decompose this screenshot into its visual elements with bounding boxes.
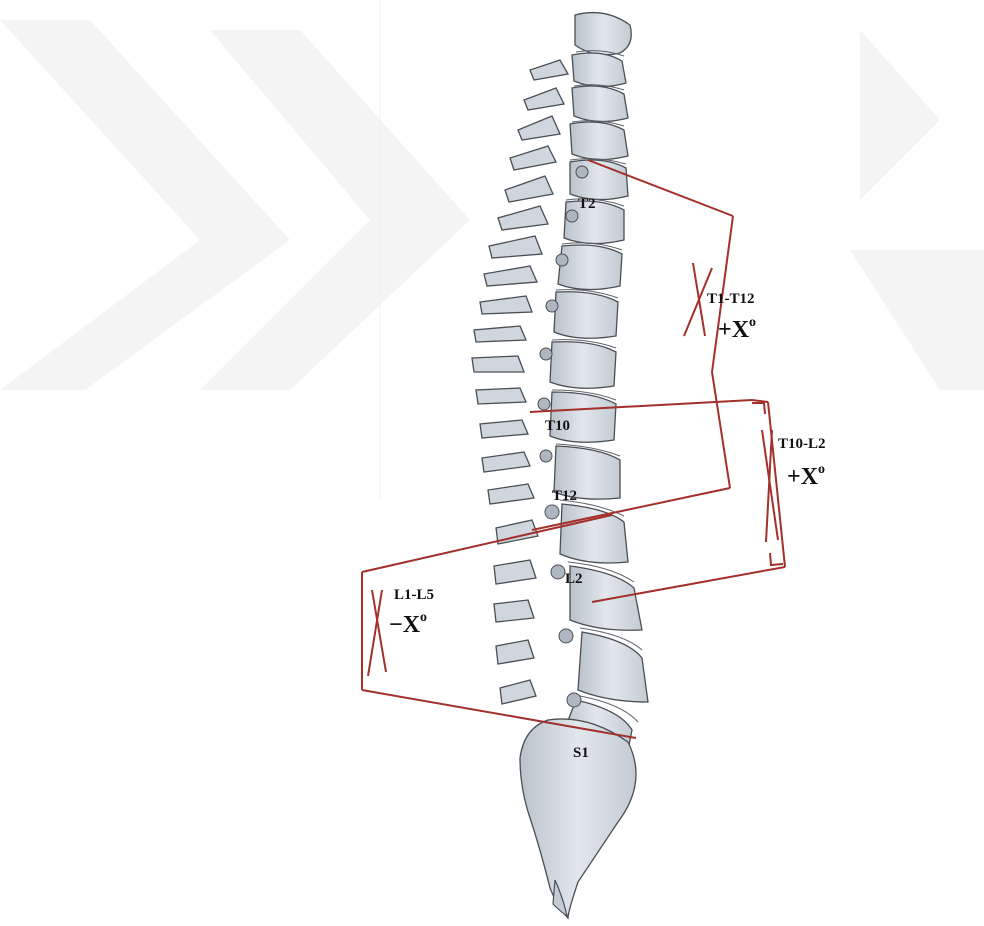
vertebra-label-l2: L2 (565, 572, 583, 587)
angle-label-t10-l2: +Xo (787, 465, 825, 489)
angle-sign-t1-t12: + (718, 317, 732, 343)
l5-endplate-line (362, 690, 636, 738)
vertebra-label-t2: T2 (578, 197, 596, 212)
t12-perpendicular-line (712, 372, 730, 488)
vertebra-label-t10: T10 (545, 419, 570, 434)
degree-sign-l1-l5: o (420, 610, 427, 625)
angle-sign-l1-l5: − (389, 612, 403, 638)
l1-endplate-line (362, 515, 612, 572)
t10-right-angle (752, 403, 765, 414)
l2-endplate-line (592, 567, 785, 602)
t10-corner (752, 400, 768, 402)
region-label-l1-l5: L1-L5 (394, 588, 434, 603)
angle-symbol-t10-l2: X (801, 464, 818, 490)
vertebra-label-t12: T12 (552, 489, 577, 504)
vertebra-label-s1: S1 (573, 746, 589, 761)
region-label-t1-t12: T1-T12 (707, 292, 755, 307)
angle-label-l1-l5: −Xo (389, 613, 427, 637)
region-label-t10-l2: T10-L2 (778, 437, 826, 452)
degree-sign-t10-l2: o (818, 462, 825, 477)
angle-sign-t10-l2: + (787, 464, 801, 490)
angle-symbol-t1-t12: X (732, 317, 749, 343)
l2-right-angle (770, 553, 783, 565)
t1-endplate-line (588, 160, 733, 216)
angle-label-t1-t12: +Xo (718, 318, 756, 342)
angle-symbol-l1-l5: X (403, 612, 420, 638)
degree-sign-t1-t12: o (749, 315, 756, 330)
